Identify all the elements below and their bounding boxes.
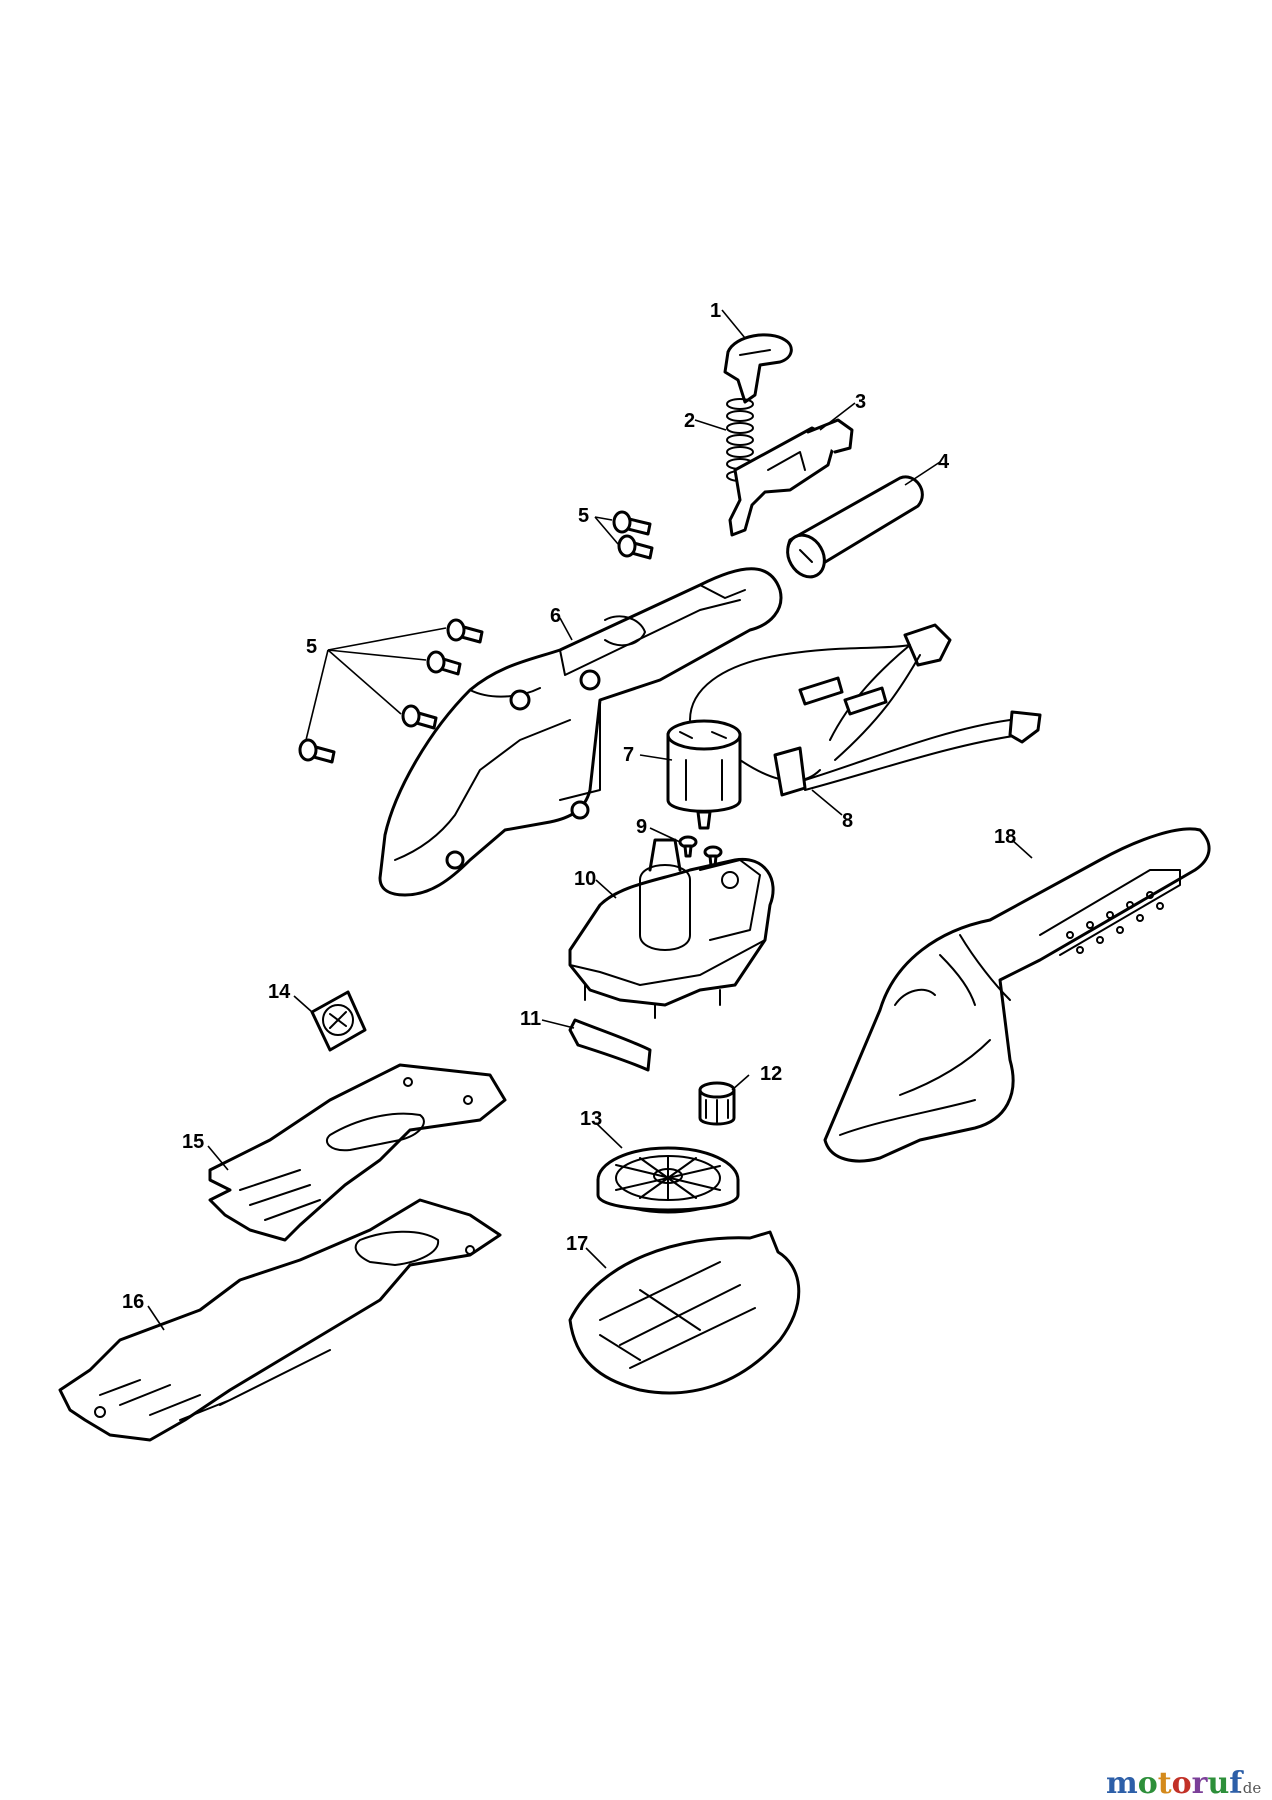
wm-letter-6: u [1207,1766,1229,1800]
part-12-pinion[interactable] [698,1081,736,1126]
callout-3: 3 [855,391,866,413]
callout-4: 4 [938,451,950,473]
callout-13: 13 [580,1108,602,1130]
callout-18: 18 [994,826,1016,848]
wm-letter-4: o [1172,1766,1192,1800]
part-7-motor[interactable] [666,719,742,830]
callout-labels: 1 2 3 4 5 5 6 7 8 9 10 11 12 13 14 15 16… [122,300,1016,1313]
part-1-trigger[interactable] [723,333,793,404]
part-11-clip[interactable] [568,1018,652,1072]
wm-letter-7: f [1229,1766,1244,1800]
part-4-battery[interactable] [780,475,924,584]
wm-letter-3: t [1158,1766,1172,1800]
callout-7: 7 [623,744,634,766]
part-8-wiring[interactable] [689,623,1042,797]
part-15-grass-blade[interactable] [208,1063,507,1242]
callout-8: 8 [842,810,853,832]
callout-9: 9 [636,816,647,838]
wm-letter-1: m [1106,1766,1138,1800]
callout-15: 15 [182,1131,204,1153]
leader-lines [147,309,1033,1331]
wm-suffix: .de [1238,1779,1261,1797]
callout-5-left: 5 [306,636,317,658]
svg-text:motoruf: motoruf [1106,1766,1244,1800]
callout-14: 14 [268,981,291,1003]
callout-17: 17 [566,1233,588,1255]
wm-letter-2: o [1138,1766,1158,1800]
part-6-housing-half[interactable] [378,567,783,897]
part-10-gear-housing[interactable] [568,838,775,1019]
part-5-screws-left[interactable] [298,618,484,764]
part-9-screws[interactable] [678,835,723,868]
callout-1: 1 [710,300,721,322]
callout-6: 6 [550,605,561,627]
callout-5-top: 5 [578,505,589,527]
part-13-gear-wheel[interactable] [596,1146,740,1214]
part-14-plate[interactable] [310,990,367,1052]
motoruf-watermark-logo: motoruf .de [1106,1766,1261,1800]
callout-2: 2 [684,410,695,432]
part-5-screws-top[interactable] [612,510,654,560]
callout-10: 10 [574,868,596,890]
wm-letter-5: r [1192,1766,1209,1800]
part-18-housing-right[interactable] [823,827,1211,1163]
callout-16: 16 [122,1291,144,1313]
part-16-hedge-blade[interactable] [58,1198,502,1442]
callout-11: 11 [520,1008,541,1030]
part-17-base-cover[interactable] [568,1230,801,1395]
callout-12: 12 [760,1063,782,1085]
